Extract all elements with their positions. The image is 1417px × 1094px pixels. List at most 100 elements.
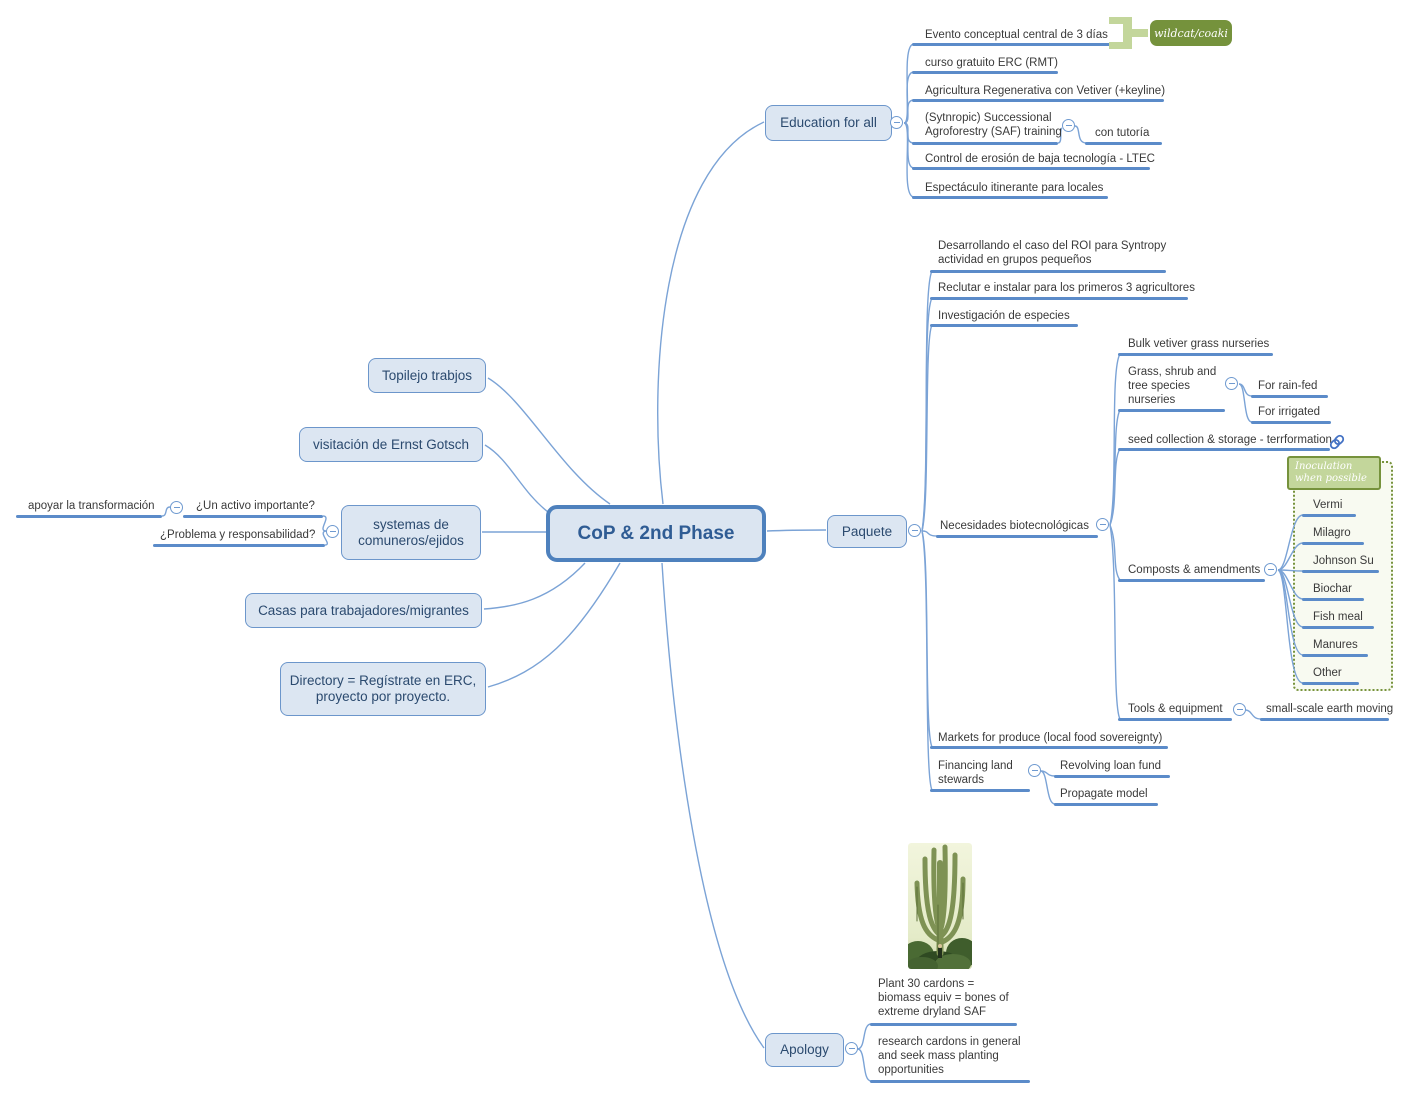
topic-underline (1054, 803, 1158, 806)
collapse-icon-grass-nurseries[interactable] (1225, 377, 1238, 390)
topic-necesidades-biotecnologicas[interactable]: Necesidades biotecnológicas (940, 520, 1089, 532)
topic-markets-produce[interactable]: Markets for produce (local food sovereig… (938, 732, 1163, 744)
topic-underline (912, 142, 1058, 145)
topic-underline (1118, 409, 1225, 412)
topic-milagro[interactable]: Milagro (1313, 527, 1351, 539)
collapse-icon-tools[interactable] (1233, 703, 1246, 716)
topic-revolving-loan-fund[interactable]: Revolving loan fund (1060, 760, 1162, 772)
topic-underline (1302, 514, 1356, 517)
topic-bulk-vetiver-nurseries[interactable]: Bulk vetiver grass nurseries (1128, 338, 1270, 350)
link-icon[interactable] (1329, 434, 1345, 450)
topic-johnson-su[interactable]: Johnson Su (1313, 555, 1374, 567)
topic-underline (912, 71, 1058, 74)
inoculation-label: Inoculation when possible (1295, 461, 1367, 484)
topic-underline (16, 515, 162, 518)
collapse-icon-education[interactable] (890, 116, 903, 129)
topic-underline (183, 515, 323, 518)
node-apology[interactable]: Apology (765, 1033, 844, 1067)
bracket-arm-bottom (1109, 42, 1124, 49)
topic-financing-land-stewards[interactable]: Financing land stewards (938, 760, 1013, 786)
collapse-icon-systemas[interactable] (326, 525, 339, 538)
topic-composts-amendments[interactable]: Composts & amendments (1128, 564, 1261, 576)
topic-underline (870, 1023, 1017, 1026)
topic-underline (912, 167, 1150, 170)
collapse-icon-activo[interactable] (170, 501, 183, 514)
topic-research-cardons[interactable]: research cardons in general and seek mas… (878, 1036, 1021, 1076)
topic-plant-30-cardons[interactable]: Plant 30 cardons = biomass equiv = bones… (878, 978, 1009, 1018)
topic-underline (1118, 718, 1232, 721)
topic-underline (1118, 448, 1330, 451)
topic-problema-responsabilidad[interactable]: ¿Problema y responsabilidad? (160, 529, 316, 541)
topic-reclutar-agricultores[interactable]: Reclutar e instalar para los primeros 3 … (938, 282, 1195, 294)
topic-manures[interactable]: Manures (1313, 639, 1358, 651)
topic-small-scale-earth-moving[interactable]: small-scale earth moving (1266, 703, 1394, 715)
bracket-bar (1123, 17, 1132, 49)
topic-underline (1251, 395, 1328, 398)
topic-evento-conceptual[interactable]: Evento conceptual central de 3 días (925, 29, 1108, 41)
topic-biochar[interactable]: Biochar (1313, 583, 1352, 595)
topic-underline (153, 544, 325, 547)
node-casas-trabajadores[interactable]: Casas para trabajadores/migrantes (245, 593, 482, 628)
topic-underline (1118, 353, 1273, 356)
topic-investigacion-especies[interactable]: Investigación de especies (938, 310, 1070, 322)
root-node[interactable]: CoP & 2nd Phase (546, 505, 766, 562)
topic-seed-collection-storage[interactable]: seed collection & storage - terrformatio… (1128, 434, 1332, 446)
bracket-arm-top (1109, 17, 1124, 24)
collapse-icon-paquete[interactable] (908, 524, 921, 537)
topic-other[interactable]: Other (1313, 667, 1342, 679)
topic-vermi[interactable]: Vermi (1313, 499, 1343, 511)
node-visitacion-ernst-gotsch[interactable]: visitación de Ernst Gotsch (299, 427, 483, 462)
topic-for-rain-fed[interactable]: For rain-fed (1258, 380, 1318, 392)
topic-espectaculo-itinerante[interactable]: Espectáculo itinerante para locales (925, 182, 1104, 194)
topic-underline (1302, 542, 1364, 545)
topic-underline (1251, 421, 1331, 424)
node-topilejo[interactable]: Topilejo trabjos (368, 358, 486, 393)
topic-underline (930, 270, 1166, 273)
inoculation-badge[interactable]: Inoculation when possible (1287, 456, 1381, 490)
topic-roi-syntropy[interactable]: Desarrollando el caso del ROI para Syntr… (938, 240, 1167, 266)
topic-underline (1302, 598, 1364, 601)
bracket-stub (1131, 29, 1148, 37)
collapse-icon-apology[interactable] (845, 1042, 858, 1055)
topic-agricultura-vetiver[interactable]: Agricultura Regenerativa con Vetiver (+k… (925, 85, 1166, 97)
topic-tools-equipment[interactable]: Tools & equipment (1128, 703, 1223, 715)
topic-underline (1302, 570, 1379, 573)
topic-underline (870, 1080, 1030, 1083)
cardon-cactus-image[interactable] (908, 843, 972, 969)
node-casas-label: Casas para trabajadores/migrantes (258, 602, 469, 618)
node-directory-label: Directory = Regístrate en ERC, proyecto … (289, 673, 477, 704)
topic-underline (1302, 682, 1359, 685)
topic-for-irrigated[interactable]: For irrigated (1258, 406, 1320, 418)
topic-fish-meal[interactable]: Fish meal (1313, 611, 1363, 623)
topic-saf-training[interactable]: (Sytnropic) Successional Agroforestry (S… (925, 112, 1062, 138)
node-topilejo-label: Topilejo trabjos (381, 367, 473, 383)
topic-con-tutoria[interactable]: con tutoría (1095, 127, 1150, 139)
topic-grass-shrub-tree-nurseries[interactable]: Grass, shrub and tree species nurseries (1128, 366, 1217, 406)
inoculation-boundary (1293, 461, 1393, 691)
node-directory[interactable]: Directory = Regístrate en ERC, proyecto … (280, 662, 486, 716)
topic-apoyar-transformacion[interactable]: apoyar la transformación (28, 500, 155, 512)
topic-propagate-model[interactable]: Propagate model (1060, 788, 1148, 800)
wildcat-coaki-badge[interactable]: wildcat/coaki (1150, 20, 1232, 46)
topic-curso-gratuito[interactable]: curso gratuito ERC (RMT) (925, 57, 1058, 69)
node-systemas-label: systemas de comuneros/ejidos (358, 516, 464, 548)
node-systemas-comuneros[interactable]: systemas de comuneros/ejidos (341, 505, 481, 560)
topic-underline (930, 746, 1168, 749)
collapse-icon-composts[interactable] (1264, 563, 1277, 576)
collapse-icon-financing[interactable] (1028, 764, 1041, 777)
node-paquete[interactable]: Paquete (827, 515, 907, 548)
wildcat-coaki-label: wildcat/coaki (1154, 26, 1228, 40)
topic-underline (912, 43, 1112, 46)
topic-underline (1054, 775, 1170, 778)
node-education-for-all[interactable]: Education for all (765, 105, 892, 141)
collapse-icon-necesidades[interactable] (1096, 518, 1109, 531)
topic-control-erosion[interactable]: Control de erosión de baja tecnología - … (925, 153, 1155, 165)
topic-underline (1302, 654, 1368, 657)
collapse-icon-saf-training[interactable] (1062, 119, 1075, 132)
topic-underline (912, 196, 1108, 199)
topic-un-activo-importante[interactable]: ¿Un activo importante? (196, 500, 315, 512)
topic-underline (930, 297, 1188, 300)
node-visitacion-label: visitación de Ernst Gotsch (312, 436, 470, 452)
